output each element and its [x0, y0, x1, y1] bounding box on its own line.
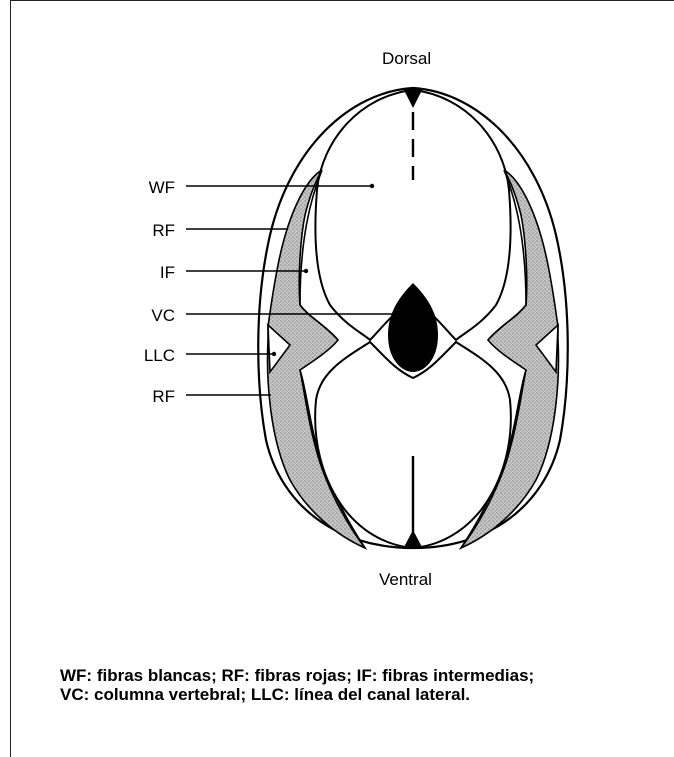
label-rf-upper: RF: [115, 222, 175, 239]
label-llc: LLC: [115, 347, 175, 364]
label-vc: VC: [115, 307, 175, 324]
figure-caption: WF: fibras blancas; RF: fibras rojas; IF…: [60, 666, 660, 704]
ventral-label: Ventral: [379, 571, 432, 588]
dorsal-label: Dorsal: [382, 50, 431, 67]
leader-wf-dot: [370, 184, 374, 188]
label-if: IF: [115, 264, 175, 281]
leader-llc-dot: [272, 352, 276, 356]
caption-line-1: WF: fibras blancas; RF: fibras rojas; IF…: [60, 666, 660, 685]
caption-line-2: VC: columna vertebral; LLC: línea del ca…: [60, 685, 660, 704]
label-wf: WF: [115, 179, 175, 196]
label-rf-lower: RF: [115, 388, 175, 405]
leader-if-dot: [304, 269, 308, 273]
